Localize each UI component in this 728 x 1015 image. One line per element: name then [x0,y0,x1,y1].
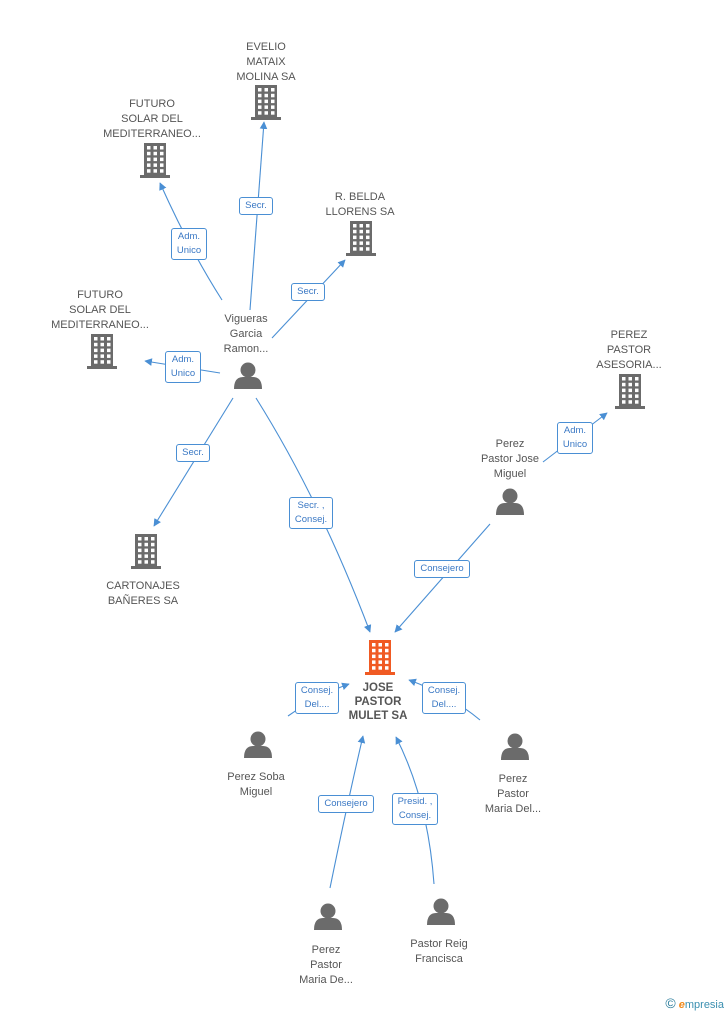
edge-label-vigueras-to-belda[interactable]: Secr. [291,283,325,301]
edge-label-vigueras-to-evelio[interactable]: Secr. [239,197,273,215]
edge-vigueras-to-evelio [249,121,268,311]
belda-company-icon[interactable] [346,221,376,256]
edge-label-vigueras-to-futuro2[interactable]: Adm. Unico [164,351,202,383]
reig-label[interactable]: Pastor Reig Francisca [410,938,468,965]
perez_jose-label[interactable]: Perez Pastor Jose Miguel [480,438,540,480]
main-label[interactable]: JOSE PASTOR MULET SA [348,682,408,722]
belda-label[interactable]: R. BELDA LLORENS SA [325,191,395,218]
edge-label-vigueras-to-cartonajes[interactable]: Secr. [176,444,210,462]
maria2-label[interactable]: Perez Pastor Maria De... [299,944,353,986]
evelio-company-icon[interactable] [251,85,281,120]
evelio-label[interactable]: EVELIO MATAIX MOLINA SA [236,41,296,83]
edge-label-perez_jose-to-main[interactable]: Consejero [414,560,470,578]
soba-person-icon[interactable] [244,731,272,759]
perez_asesoria-label[interactable]: PEREZ PASTOR ASESORIA... [596,329,662,371]
vigueras-person-icon[interactable] [234,362,262,390]
futuro2-label[interactable]: FUTURO SOLAR DEL MEDITERRANEO... [51,289,149,331]
edge-label-vigueras-to-futuro1[interactable]: Adm. Unico [170,228,208,260]
edge-vigueras-to-cartonajes [153,397,234,527]
cartonajes-label[interactable]: CARTONAJES BAÑERES SA [106,580,180,607]
futuro1-label[interactable]: FUTURO SOLAR DEL MEDITERRANEO... [103,98,201,140]
perez_jose-person-icon[interactable] [496,488,524,516]
brand-logo-e: e [678,999,685,1011]
edge-label-reig-to-main[interactable]: Presid. , Consej. [391,793,439,825]
vigueras-label[interactable]: Vigueras Garcia Ramon... [223,313,269,355]
futuro1-company-icon[interactable] [140,143,170,178]
edge-label-perez_jose-to-perez_asesoria[interactable]: Adm. Unico [556,422,594,454]
maria2-person-icon[interactable] [314,903,342,931]
perez_asesoria-company-icon[interactable] [615,374,645,409]
edge-label-maria1-to-main[interactable]: Consej. Del.... [421,682,467,714]
brand-footer: © empresia [665,995,724,1011]
futuro2-company-icon[interactable] [87,334,117,369]
cartonajes-company-icon[interactable] [131,534,161,569]
edge-label-maria2-to-main[interactable]: Consejero [318,795,374,813]
edge-label-vigueras-to-main[interactable]: Secr. , Consej. [288,497,334,529]
reig-person-icon[interactable] [427,898,455,926]
brand-logo-text: mpresia [684,999,724,1011]
soba-label[interactable]: Perez Soba Miguel [227,771,285,798]
maria1-person-icon[interactable] [501,733,529,761]
edge-perez_jose-to-main [394,523,491,633]
copyright-symbol: © [665,995,676,1011]
main-company-icon[interactable] [365,640,395,675]
maria1-label[interactable]: Perez Pastor Maria Del... [484,773,542,815]
edge-label-soba-to-main[interactable]: Consej. Del.... [294,682,340,714]
